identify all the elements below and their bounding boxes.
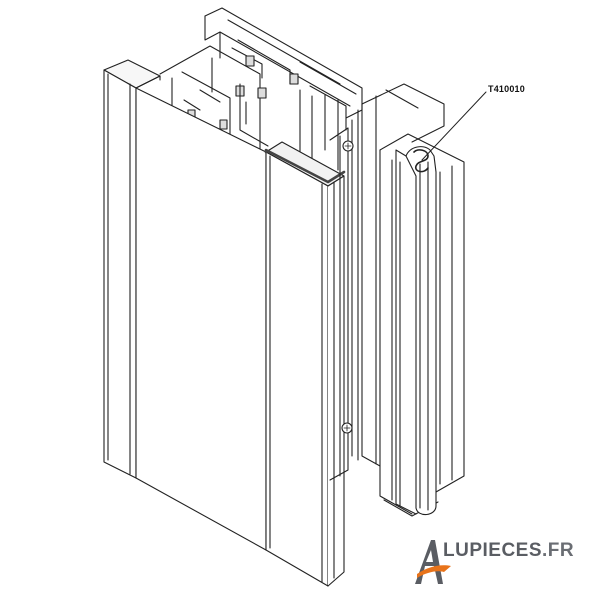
part-code-label: T410010 — [488, 84, 525, 94]
brand-wordmark: LUPIECES.FR — [443, 540, 574, 562]
inner-strip — [329, 109, 359, 481]
front-narrow-panel — [264, 141, 346, 587]
brand-tld: .FR — [542, 540, 575, 561]
part-code-leader — [421, 91, 487, 161]
brand-logo: LUPIECES.FR — [413, 530, 588, 590]
front-left-panel — [103, 59, 267, 551]
right-frame-profile — [361, 83, 465, 517]
brand-a-icon — [415, 540, 451, 584]
brand-name: LUPIECES — [443, 540, 543, 561]
gasket-profile — [395, 146, 437, 516]
